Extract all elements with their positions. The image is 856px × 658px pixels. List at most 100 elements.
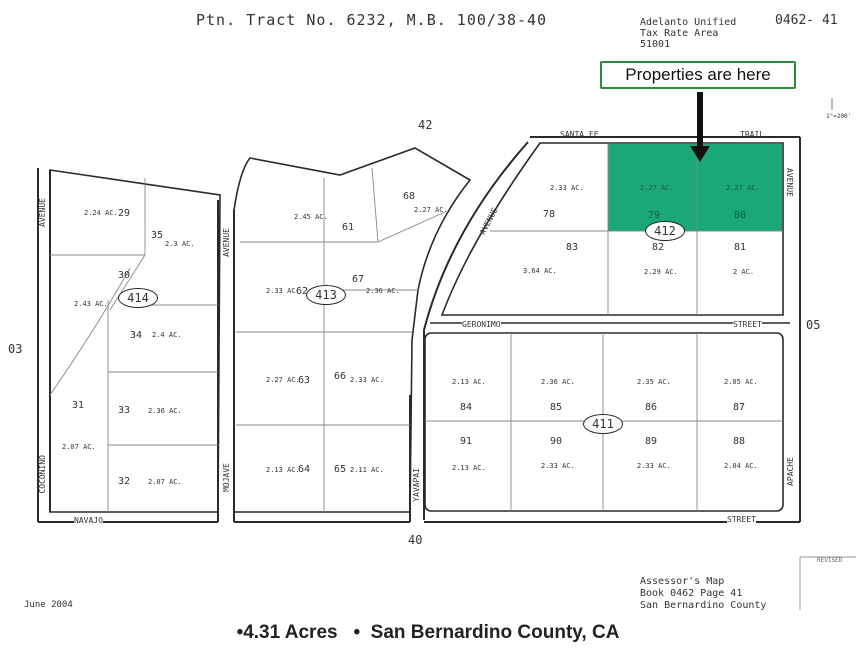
street-geronimo: GERONIMO — [462, 320, 501, 329]
parcel-acreage: 2.24 AC. — [84, 209, 118, 217]
parcel-acreage: 2.05 AC. — [724, 378, 758, 386]
parcel-number: 31 — [72, 400, 85, 411]
assessor-county: San Bernardino County — [640, 600, 767, 611]
street-mojave: MOJAVE — [222, 463, 231, 492]
parcel-number: 63 — [298, 375, 311, 386]
map-date: June 2004 — [24, 600, 73, 610]
parcel-acreage: 2.33 AC. — [266, 287, 300, 295]
block-414-outline — [49, 169, 221, 513]
tax-rate-area-label: Tax Rate Area — [640, 28, 719, 39]
street-yavapai: YAVAPAI — [412, 468, 421, 502]
parcel-number: 61 — [342, 222, 355, 233]
parcel-acreage: 2.36 AC. — [541, 378, 575, 386]
edge-number-top: 42 — [418, 118, 433, 132]
assessor-book-page: Book 0462 Page 41 — [640, 588, 743, 599]
street-avenue-right: AVENUE — [785, 168, 794, 197]
edge-number-bottom: 40 — [408, 533, 423, 547]
parcel-acreage: 2.36 AC. — [366, 287, 400, 295]
parcel-number: 35 — [151, 230, 164, 241]
parcel-number: 30 — [118, 270, 131, 281]
parcel-acreage: 2.36 AC. — [148, 407, 182, 415]
parcel-acreage-highlighted: 2.27 AC. — [726, 184, 760, 192]
block-label-411: 411 — [583, 414, 623, 434]
parcel-number: 62 — [296, 286, 309, 297]
block-label-413: 413 — [306, 285, 346, 305]
scale-marker — [799, 98, 856, 610]
parcel-acreage: 2.27 AC. — [414, 206, 448, 214]
parcel-number: 89 — [645, 436, 658, 447]
county-text: San Bernardino County, CA — [370, 622, 620, 643]
block-label-414: 414 — [118, 288, 158, 308]
pointer-arrow — [690, 92, 710, 162]
acreage-text: •4.31 Acres — [236, 622, 338, 643]
parcel-acreage: 2.07 AC. — [148, 478, 182, 486]
parcel-acreage: 2.27 AC. — [266, 376, 300, 384]
parcel-number: 90 — [550, 436, 563, 447]
parcel-acreage: 2.33 AC. — [637, 462, 671, 470]
parcel-number: 84 — [460, 402, 473, 413]
parcel-acreage: 2.13 AC. — [452, 378, 486, 386]
parcel-acreage: 2 AC. — [733, 268, 755, 276]
street-navajo: NAVAJO — [74, 516, 103, 525]
parcel-number: 65 — [334, 464, 347, 475]
parcel-number: 87 — [733, 402, 746, 413]
street-trail: TRAIL — [740, 130, 765, 139]
parcel-number-highlighted: 80 — [734, 210, 747, 221]
edge-number-right: 05 — [806, 318, 821, 332]
revised-label: REVISED — [817, 557, 843, 564]
street-apache: APACHE — [786, 457, 795, 486]
parcel-number: 91 — [460, 436, 473, 447]
parcel-acreage: 2.3 AC. — [165, 240, 195, 248]
street-bottom-street: STREET — [727, 515, 756, 524]
tax-rate-area-number: 51001 — [640, 39, 671, 50]
parcel-acreage: 2.13 AC. — [266, 466, 300, 474]
parcel-number: 32 — [118, 476, 131, 487]
parcel-number-highlighted: 79 — [648, 210, 661, 221]
scale-label: 1"=200' — [826, 113, 852, 120]
parcel-number: 78 — [543, 209, 556, 220]
street-avenue-left: AVENUE — [38, 198, 47, 227]
parcel-number: 83 — [566, 242, 579, 253]
street-coconino: COCONINO — [38, 455, 47, 494]
school-district: Adelanto Unified — [640, 17, 737, 28]
parcel-number: 88 — [733, 436, 746, 447]
parcel-acreage: 2.4 AC. — [152, 331, 182, 339]
parcel-acreage-highlighted: 2.27 AC. — [640, 184, 674, 192]
properties-callout: Properties are here — [600, 61, 796, 89]
parcel-number: 68 — [403, 191, 416, 202]
block-412-outline — [440, 142, 784, 316]
block-413-outline — [233, 147, 472, 513]
parcel-acreage: 2.33 AC. — [350, 376, 384, 384]
parcel-number: 81 — [734, 242, 747, 253]
street-avenue-mojave: AVENUE — [222, 228, 231, 257]
avenue-diagonal — [423, 141, 529, 520]
parcel-acreage: 2.43 AC. — [74, 300, 108, 308]
assessor-info: Assessor's Map Book 0462 Page 41 San Ber… — [640, 576, 766, 612]
parcel-acreage: 2.35 AC. — [637, 378, 671, 386]
parcel-number: 33 — [118, 405, 131, 416]
parcel-number: 82 — [652, 242, 665, 253]
parcel-acreage: 2.07 AC. — [62, 443, 96, 451]
bullet-separator: • — [353, 622, 361, 643]
parcel-number: 66 — [334, 371, 347, 382]
parcel-acreage: 2.11 AC. — [350, 466, 384, 474]
edge-number-left: 03 — [8, 342, 23, 356]
assessor-title: Assessor's Map — [640, 576, 725, 587]
map-title: Ptn. Tract No. 6232, M.B. 100/38-40 — [196, 11, 548, 29]
parcel-number: 29 — [118, 208, 131, 219]
map-code: 0462- 41 — [775, 13, 838, 28]
parcel-number: 67 — [352, 274, 365, 285]
parcel-acreage: 2.04 AC. — [724, 462, 758, 470]
block-label-412: 412 — [645, 221, 685, 241]
parcel-number: 85 — [550, 402, 563, 413]
parcel-acreage: 2.33 AC. — [550, 184, 584, 192]
parcel-acreage: 2.29 AC. — [644, 268, 678, 276]
parcel-acreage: 3.64 AC. — [523, 267, 557, 275]
street-santa-fe: SANTA FE — [560, 130, 599, 139]
parcel-number: 64 — [298, 464, 311, 475]
highlighted-parcels — [608, 144, 782, 231]
listing-caption: •4.31 Acres • San Bernardino County, CA — [0, 622, 856, 644]
parcel-number: 34 — [130, 330, 143, 341]
